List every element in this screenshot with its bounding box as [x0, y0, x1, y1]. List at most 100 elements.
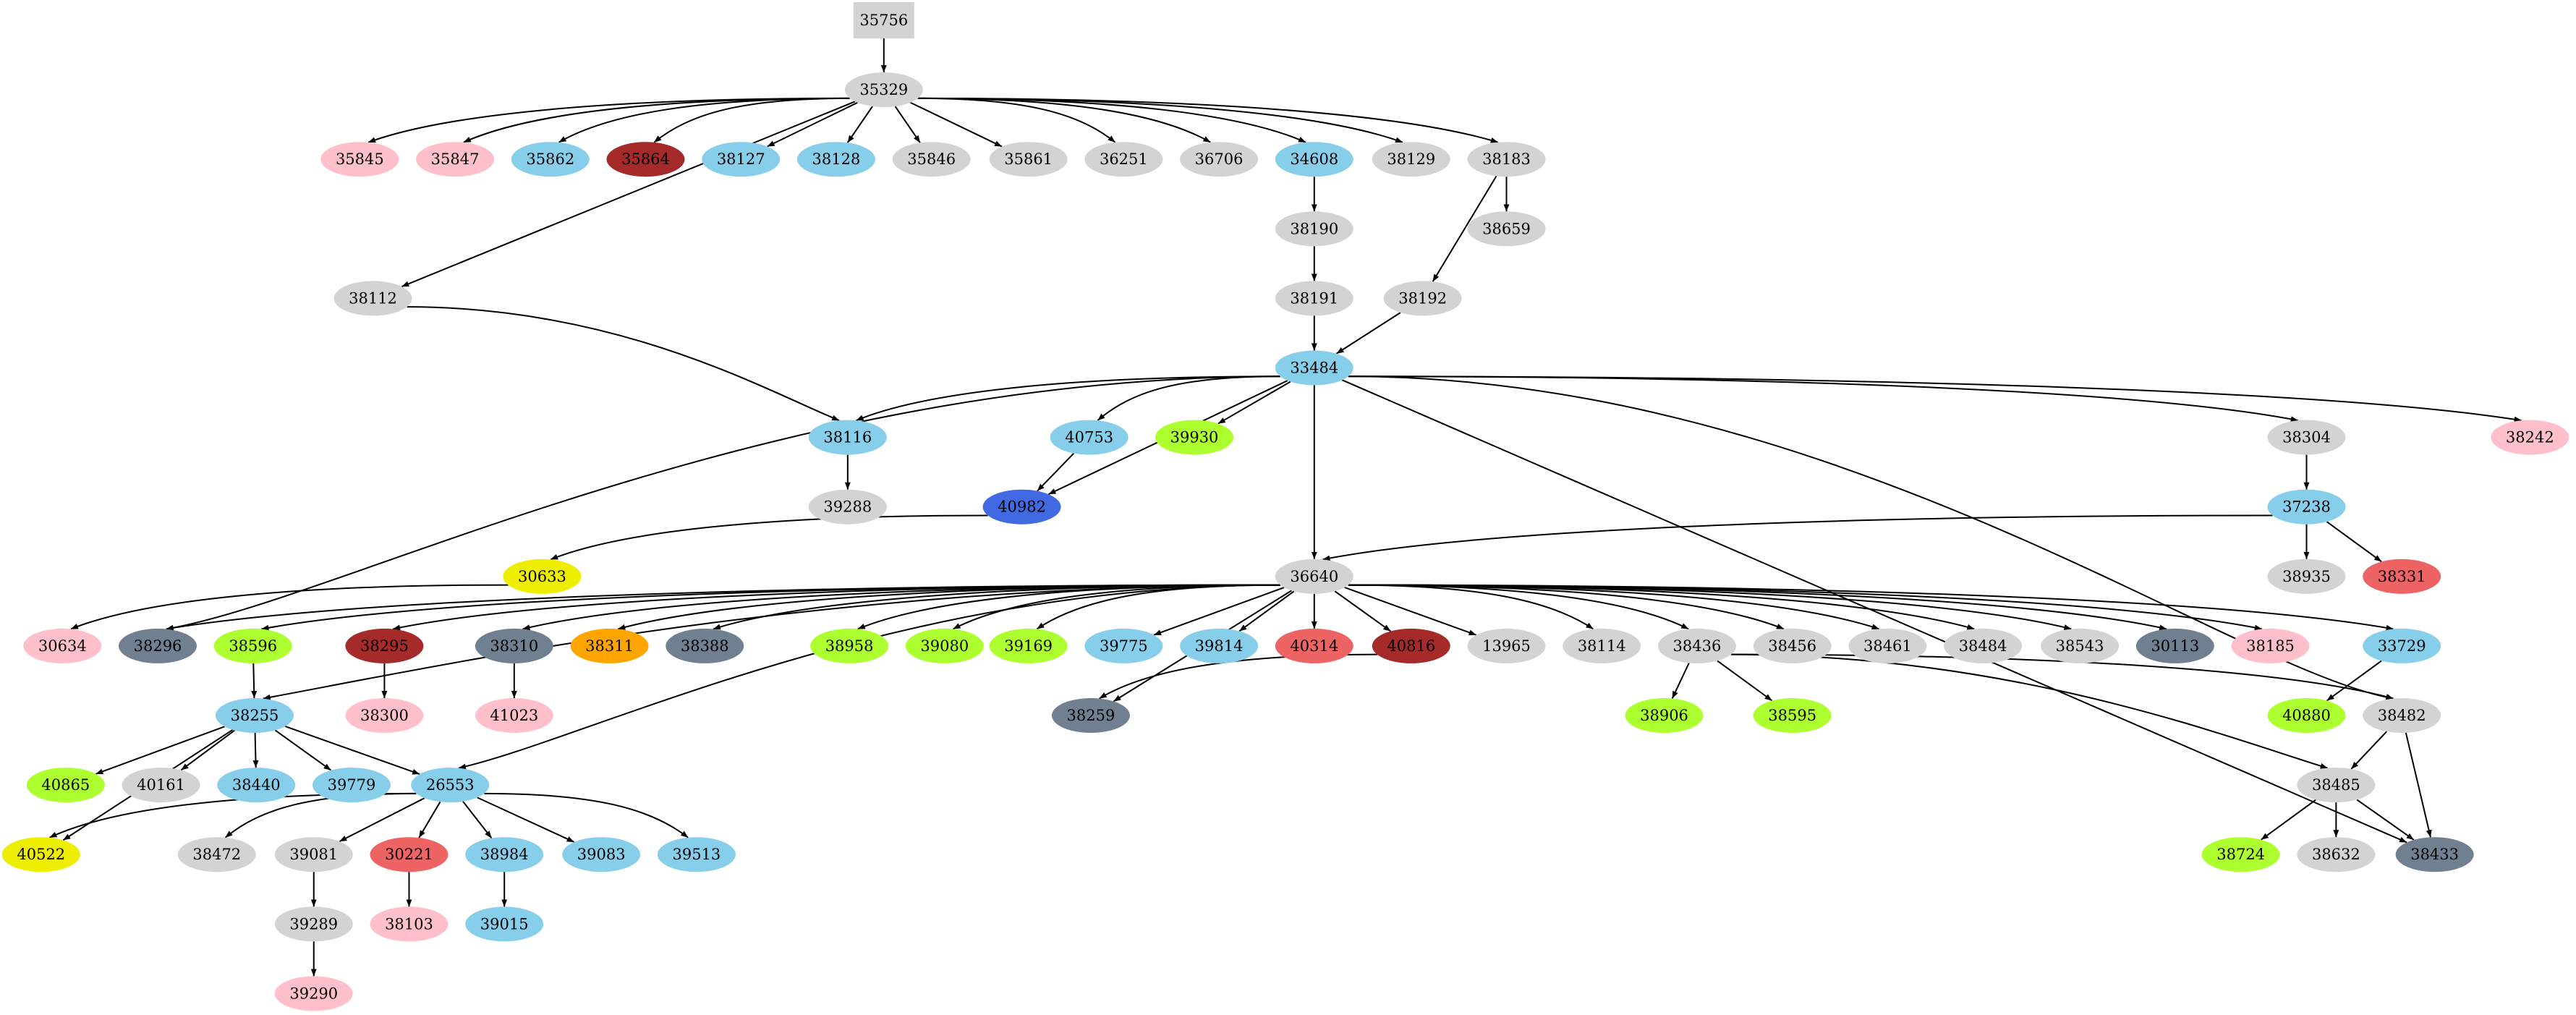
node-40816[interactable]: 40816 [1372, 628, 1450, 663]
edge-33484-to-38242 [1348, 375, 2522, 420]
node-38127[interactable]: 38127 [702, 142, 781, 177]
node-38484[interactable]: 38484 [1944, 628, 2023, 663]
node-30113[interactable]: 30113 [2135, 628, 2214, 663]
node-39289[interactable]: 39289 [274, 906, 353, 942]
node-39513[interactable]: 39513 [657, 837, 736, 872]
node-36640[interactable]: 36640 [1275, 559, 1353, 594]
node-39779-shape [312, 768, 391, 803]
node-38255[interactable]: 38255 [216, 698, 294, 733]
node-38114[interactable]: 38114 [1563, 628, 1641, 663]
node-39288[interactable]: 39288 [808, 489, 887, 525]
node-40865[interactable]: 40865 [26, 768, 105, 803]
node-38433[interactable]: 38433 [2395, 837, 2474, 872]
node-33484[interactable]: 33484 [1275, 350, 1353, 386]
node-35845[interactable]: 35845 [320, 142, 399, 177]
node-38456[interactable]: 38456 [1753, 628, 1832, 663]
node-38112[interactable]: 38112 [333, 281, 412, 316]
node-40816-label: 40816 [1387, 637, 1435, 655]
node-39930[interactable]: 39930 [1155, 420, 1234, 455]
node-38906[interactable]: 38906 [1625, 698, 1704, 733]
node-38595[interactable]: 38595 [1753, 698, 1832, 733]
node-35756[interactable]: 35756 [853, 2, 914, 38]
node-35861[interactable]: 35861 [989, 142, 1068, 177]
node-40161[interactable]: 40161 [122, 768, 200, 803]
node-26553[interactable]: 26553 [411, 768, 490, 803]
node-35329[interactable]: 35329 [844, 72, 923, 108]
node-40522[interactable]: 40522 [1, 837, 80, 872]
node-30634[interactable]: 30634 [23, 628, 102, 663]
node-38724[interactable]: 38724 [2201, 837, 2280, 872]
node-38311[interactable]: 38311 [570, 628, 649, 663]
node-38482[interactable]: 38482 [2363, 698, 2441, 733]
node-38388[interactable]: 38388 [666, 628, 744, 663]
node-38440[interactable]: 38440 [217, 768, 296, 803]
node-38129[interactable]: 38129 [1372, 142, 1450, 177]
node-39169[interactable]: 39169 [989, 628, 1068, 663]
edge-26553-to-38984 [462, 801, 493, 839]
node-38190[interactable]: 38190 [1275, 211, 1353, 247]
node-40753[interactable]: 40753 [1050, 420, 1128, 455]
node-36706[interactable]: 36706 [1180, 142, 1259, 177]
node-39814[interactable]: 39814 [1180, 628, 1259, 663]
node-38632[interactable]: 38632 [2297, 837, 2376, 872]
node-38295[interactable]: 38295 [345, 628, 424, 663]
node-38440-label: 38440 [232, 776, 281, 794]
node-38331[interactable]: 38331 [2363, 559, 2441, 594]
node-38183[interactable]: 38183 [1467, 142, 1546, 177]
node-37238[interactable]: 37238 [2267, 489, 2346, 525]
node-38543[interactable]: 38543 [2041, 628, 2120, 663]
node-38958[interactable]: 38958 [810, 628, 889, 663]
node-35846-label: 35846 [907, 150, 956, 168]
node-38116[interactable]: 38116 [808, 420, 887, 455]
node-39015[interactable]: 39015 [465, 906, 544, 942]
node-38114-label: 38114 [1578, 637, 1626, 655]
node-13965[interactable]: 13965 [1467, 628, 1546, 663]
node-38436[interactable]: 38436 [1657, 628, 1736, 663]
node-38472[interactable]: 38472 [177, 837, 256, 872]
node-30221[interactable]: 30221 [370, 837, 449, 872]
node-40880[interactable]: 40880 [2267, 698, 2346, 733]
node-39290[interactable]: 39290 [274, 976, 353, 1011]
node-38296[interactable]: 38296 [119, 628, 197, 663]
node-35847[interactable]: 35847 [416, 142, 495, 177]
node-39083[interactable]: 39083 [562, 837, 641, 872]
node-35864-shape [606, 142, 685, 177]
node-35846[interactable]: 35846 [892, 142, 971, 177]
node-38192[interactable]: 38192 [1383, 281, 1462, 316]
node-39081[interactable]: 39081 [274, 837, 353, 872]
node-35862[interactable]: 35862 [511, 142, 590, 177]
node-38191[interactable]: 38191 [1275, 281, 1353, 316]
node-39779[interactable]: 39779 [312, 768, 391, 803]
node-39080[interactable]: 39080 [905, 628, 984, 663]
edge-35329-to-35861 [910, 101, 1003, 148]
node-40982[interactable]: 40982 [982, 489, 1061, 525]
node-40314[interactable]: 40314 [1275, 628, 1353, 663]
edge-40982-to-30633 [550, 514, 988, 561]
node-33729[interactable]: 33729 [2363, 628, 2441, 663]
node-38128[interactable]: 38128 [796, 142, 875, 177]
node-38304[interactable]: 38304 [2267, 420, 2346, 455]
node-30633[interactable]: 30633 [503, 559, 582, 594]
node-38259[interactable]: 38259 [1051, 698, 1130, 733]
node-39775[interactable]: 39775 [1084, 628, 1163, 663]
node-38485[interactable]: 38485 [2297, 768, 2376, 803]
node-38596[interactable]: 38596 [213, 628, 292, 663]
node-41023[interactable]: 41023 [475, 698, 553, 733]
node-34608[interactable]: 34608 [1275, 142, 1353, 177]
node-38242[interactable]: 38242 [2491, 420, 2569, 455]
node-38310-shape [475, 628, 553, 663]
node-36251[interactable]: 36251 [1084, 142, 1163, 177]
node-38185[interactable]: 38185 [2231, 628, 2310, 663]
node-38906-label: 38906 [1640, 707, 1688, 724]
node-38103[interactable]: 38103 [370, 906, 449, 942]
node-38935[interactable]: 38935 [2267, 559, 2346, 594]
node-38659[interactable]: 38659 [1467, 211, 1546, 247]
node-35864[interactable]: 35864 [606, 142, 685, 177]
node-38461[interactable]: 38461 [1848, 628, 1927, 663]
node-33484-shape [1275, 350, 1353, 386]
node-38984[interactable]: 38984 [465, 837, 544, 872]
node-38310[interactable]: 38310 [475, 628, 553, 663]
node-38300[interactable]: 38300 [345, 698, 424, 733]
node-38242-shape [2491, 420, 2569, 455]
node-38255-shape [216, 698, 294, 733]
